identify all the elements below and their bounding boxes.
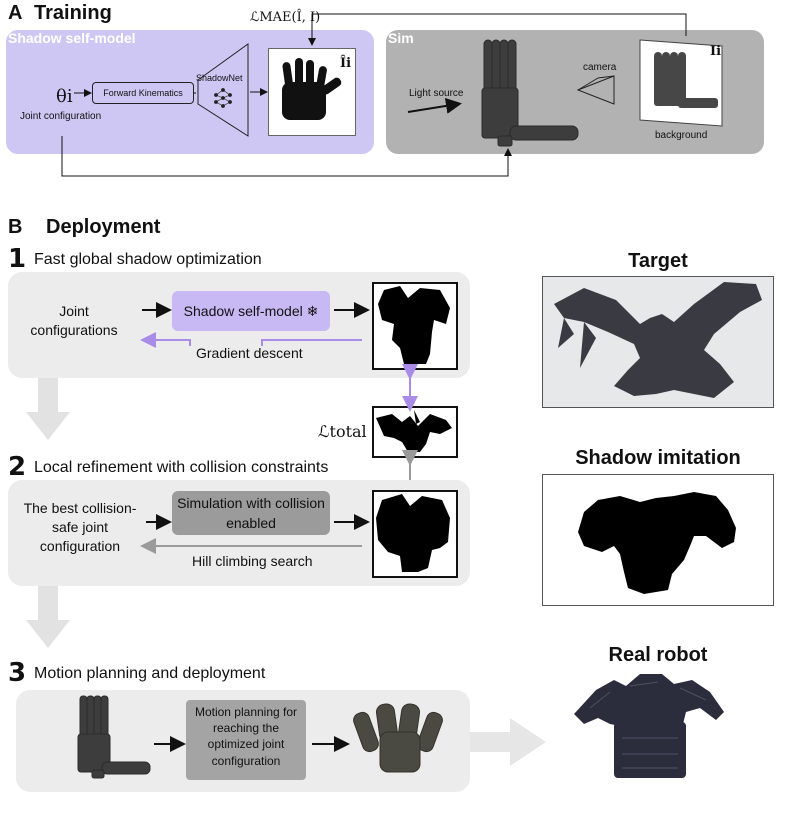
simulation-box-label: Simulation with collision enabled [177, 495, 325, 531]
step2-arrows [140, 514, 370, 554]
total-loss-label: ℒtotal [318, 422, 367, 441]
mae-loss-label: ℒMAE(Î, I) [250, 10, 321, 25]
step3-robot-hand [77, 695, 151, 779]
section-a-letter: A [8, 2, 23, 24]
step3-arrows [154, 736, 350, 752]
loss-overlay-shape [376, 410, 452, 452]
step3-title: Motion planning and deployment [34, 665, 266, 682]
ground-truth-image [639, 39, 723, 127]
simulation-box: Simulation with collision enabled [172, 491, 330, 535]
right-arrow-to-robot [470, 718, 546, 766]
forward-kinematics-label: Forward Kinematics [103, 88, 183, 98]
deployment-title: Deployment [46, 216, 161, 238]
real-robot-image [574, 674, 724, 778]
theta-symbol: θi [56, 86, 73, 107]
step1-input-label: Joint configurations [30, 303, 118, 338]
sim-robot-hand [481, 39, 579, 147]
step2-number: 2 [8, 452, 27, 482]
target-raven-shape [554, 282, 762, 398]
shadow-imitation-title: Shadow imitation [575, 447, 741, 469]
shadownet-trapezoid [197, 43, 249, 137]
step2-shadow-shape [376, 494, 450, 572]
real-robot-title: Real robot [608, 644, 708, 666]
camera-icon [576, 75, 615, 105]
shadow-self-model-box: Shadow self-model ❄ [172, 291, 330, 331]
step1-arrows [140, 302, 370, 348]
down-arrow-2 [26, 586, 70, 648]
gt-image-symbol: Ii [710, 44, 722, 59]
hill-climbing-label: Hill climbing search [192, 553, 313, 569]
shadow-self-model-box-label: Shadow self-model ❄ [183, 303, 319, 319]
step1-title: Fast global shadow optimization [34, 251, 262, 268]
training-connectors [61, 13, 687, 177]
motion-planning-box: Motion planning for reaching the optimiz… [186, 700, 306, 780]
predicted-image-symbol: Îi [340, 56, 352, 71]
step2-input-label: The best collision-safe joint configurat… [23, 500, 137, 554]
camera-label: camera [583, 62, 617, 73]
background-label: background [655, 130, 708, 141]
joint-configuration-label: Joint configuration [20, 111, 102, 122]
network-icon [214, 88, 232, 108]
shadow-self-model-label: Shadow self-model [8, 30, 136, 46]
training-title: Training [34, 2, 112, 24]
loss-link-arrows [402, 364, 418, 494]
motion-planning-label: Motion planning for reaching the optimiz… [194, 705, 298, 768]
target-title: Target [628, 250, 688, 272]
sim-label: Sim [388, 30, 414, 46]
shadownet-label: ShadowNet [196, 73, 243, 83]
hand-shadow-icon [282, 58, 342, 120]
shadow-imitation-shape [578, 492, 736, 594]
light-arrow [407, 98, 462, 114]
step2-title: Local refinement with collision constrai… [34, 459, 329, 476]
gradient-descent-label: Gradient descent [196, 345, 303, 361]
light-source-label: Light source [409, 88, 464, 99]
section-b-letter: B [8, 216, 23, 238]
step3-number: 3 [8, 658, 27, 688]
down-arrow-1 [26, 378, 70, 440]
step1-number: 1 [8, 244, 27, 274]
step1-shadow-shape [378, 286, 450, 364]
step3-posed-hand [353, 703, 443, 773]
